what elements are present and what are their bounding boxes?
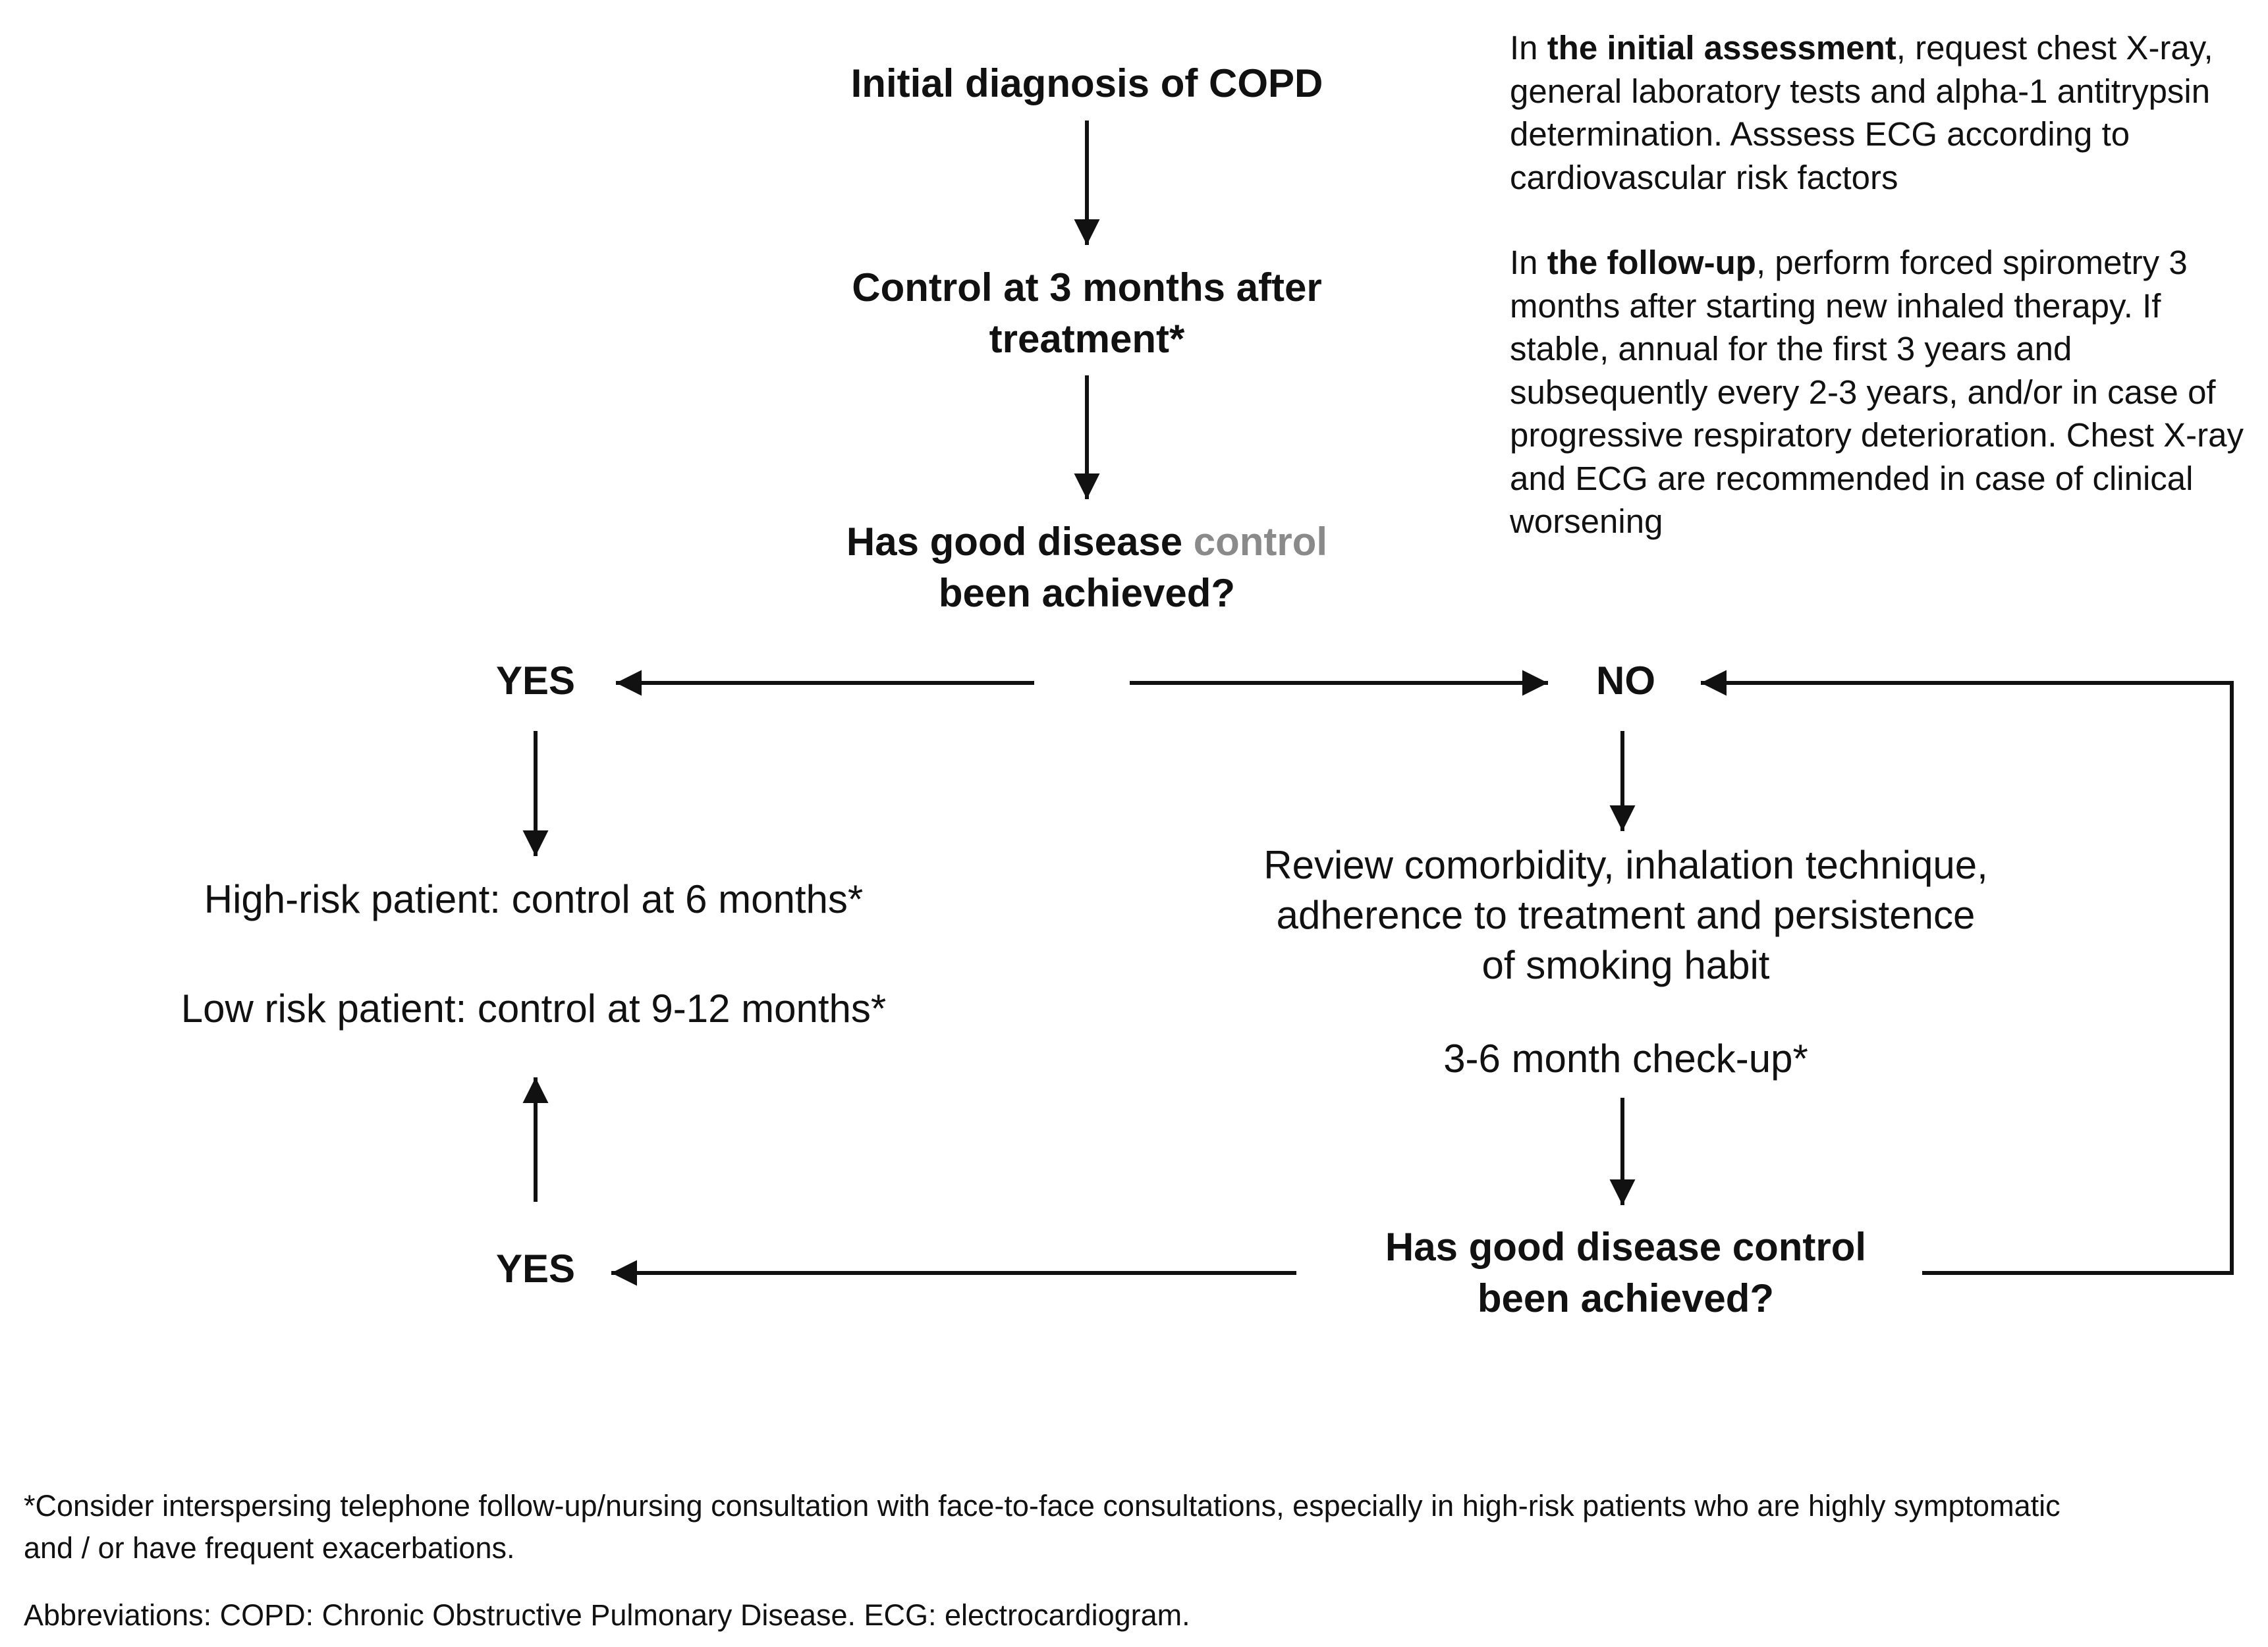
question1-line2: been achieved? [938, 571, 1236, 615]
label-yes-top: YES [495, 659, 576, 703]
node-question-good-control-1: Has good disease control been achieved? [758, 516, 1416, 619]
note-followup-body: , perform forced spirometry 3 months aft… [1510, 244, 2244, 540]
review-line2: adherence to treatment and persistence [1276, 893, 1976, 937]
node-control-3-months-line1: Control at 3 months after [852, 265, 1322, 310]
note-initial-pre: In [1510, 29, 1547, 67]
node-review-comorbidity: Review comorbidity, inhalation technique… [1132, 840, 2120, 990]
note-initial-bold: the initial assessment [1547, 29, 1896, 67]
note-followup-bold: the follow-up [1547, 244, 1756, 281]
node-control-3-months-line2: treatment* [989, 317, 1185, 361]
question1-highlight-word: control [1193, 520, 1328, 564]
review-line1: Review comorbidity, inhalation technique… [1263, 843, 1988, 887]
node-control-3-months: Control at 3 months after treatment* [758, 262, 1416, 365]
question2-line1: Has good disease control [1385, 1225, 1867, 1269]
node-initial-diagnosis: Initial diagnosis of COPD [850, 61, 1323, 105]
arrow-loop-back-to-no [1701, 670, 2234, 1275]
review-line3: of smoking habit [1481, 943, 1770, 987]
note-follow-up: In the follow-up, perform forced spirome… [1510, 241, 2254, 543]
note-initial-assessment: In the initial assessment, request chest… [1510, 26, 2254, 199]
footnote: *Consider interspersing telephone follow… [24, 1489, 2061, 1565]
node-checkup: 3-6 month check-up* [1443, 1037, 1808, 1081]
question1-text: Has good disease [846, 520, 1194, 564]
question2-line2: been achieved? [1477, 1276, 1775, 1320]
node-question-good-control-2: Has good disease control been achieved? [1296, 1222, 1955, 1324]
text-low-risk-patient: Low risk patient: control at 9-12 months… [180, 986, 887, 1031]
label-yes-bottom: YES [495, 1247, 576, 1291]
abbreviations: Abbreviations: COPD: Chronic Obstructive… [24, 1598, 1190, 1632]
note-initial-body: , request chest X-ray, general laborator… [1510, 29, 2213, 196]
label-no: NO [1596, 659, 1655, 703]
note-followup-pre: In [1510, 244, 1547, 281]
text-high-risk-patient: High-risk patient: control at 6 months* [204, 877, 864, 921]
